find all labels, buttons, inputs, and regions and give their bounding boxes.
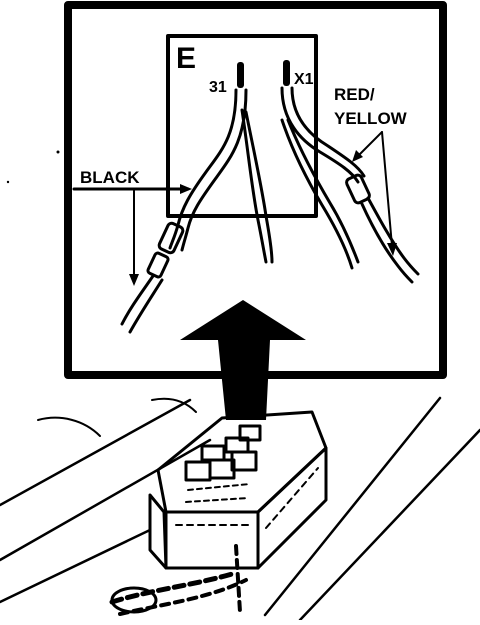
terminal-31-label: 31: [209, 79, 227, 96]
right-wire-tail-b: [366, 196, 420, 276]
vehicle-body-lines: [0, 396, 480, 622]
left-plug-upper: [157, 221, 185, 255]
dashed-harness: [109, 544, 248, 616]
terminal-x1-label: X1: [294, 71, 314, 88]
red-yellow-leader-arrowhead: [352, 150, 363, 162]
relay-cubes: [184, 424, 262, 503]
red-yellow-label-line2: YELLOW: [334, 109, 408, 128]
black-wire-label: BLACK: [80, 168, 140, 187]
right-wire-tail-a: [360, 202, 414, 284]
black-down-arrowhead: [129, 274, 139, 286]
red-yellow-label-line1: RED/: [334, 85, 375, 104]
red-yellow-leader-line: [355, 131, 383, 159]
red-yellow-down-arrowhead: [387, 243, 397, 256]
relay-box-housing: [148, 410, 328, 570]
wire-31: [168, 88, 274, 264]
black-leader-arrowhead: [180, 184, 192, 194]
connector-letter: E: [176, 42, 196, 75]
terminal-pin-x1: [283, 60, 290, 86]
pointer-arrow: [180, 300, 306, 420]
left-wire-tail-a: [120, 274, 155, 326]
left-wire-tail-b: [128, 278, 164, 334]
stray-mark: [56, 150, 60, 154]
left-plug-lower: [146, 251, 170, 279]
right-plug: [345, 173, 371, 205]
stray-mark: [6, 180, 10, 184]
connector-block: [166, 34, 318, 218]
wire-x1: [280, 86, 366, 270]
red-yellow-down-arrow-line: [381, 131, 393, 247]
terminal-pin-31: [237, 62, 244, 88]
